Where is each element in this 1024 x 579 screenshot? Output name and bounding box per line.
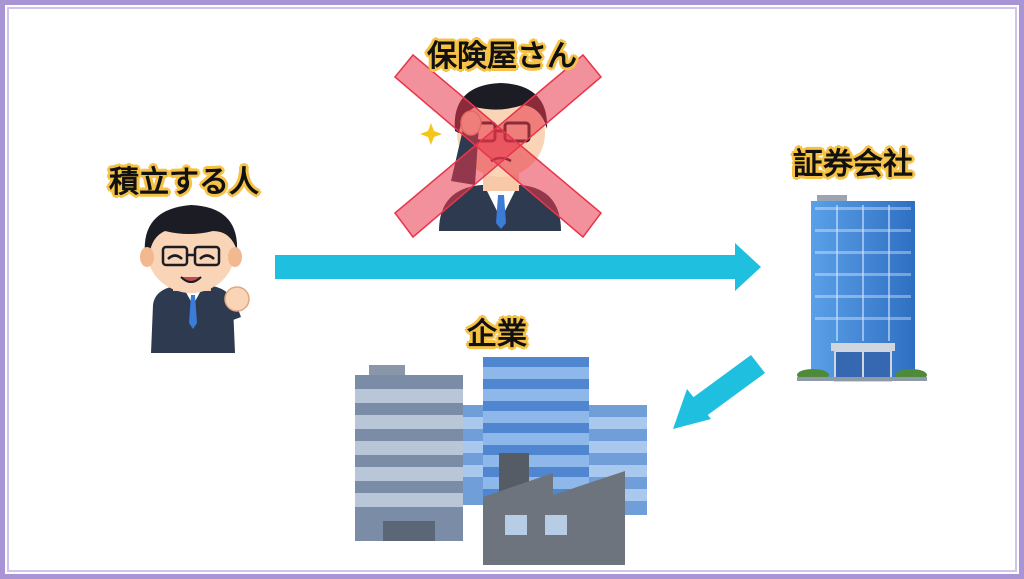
factory-icon bbox=[483, 453, 625, 565]
cross-mark-icon bbox=[393, 53, 603, 239]
saver-person-icon bbox=[140, 205, 250, 353]
flow-arrow-to-company bbox=[673, 355, 765, 429]
securities-label: 証券会社 bbox=[793, 147, 913, 182]
office-building-icon bbox=[797, 195, 927, 382]
diagram-canvas bbox=[140, 53, 927, 565]
saver-label: 積立する人 bbox=[109, 165, 259, 200]
company-label: 企業 bbox=[467, 317, 527, 352]
insurance-label: 保険屋さん bbox=[427, 39, 577, 74]
flow-arrow-to-securities bbox=[275, 243, 761, 291]
